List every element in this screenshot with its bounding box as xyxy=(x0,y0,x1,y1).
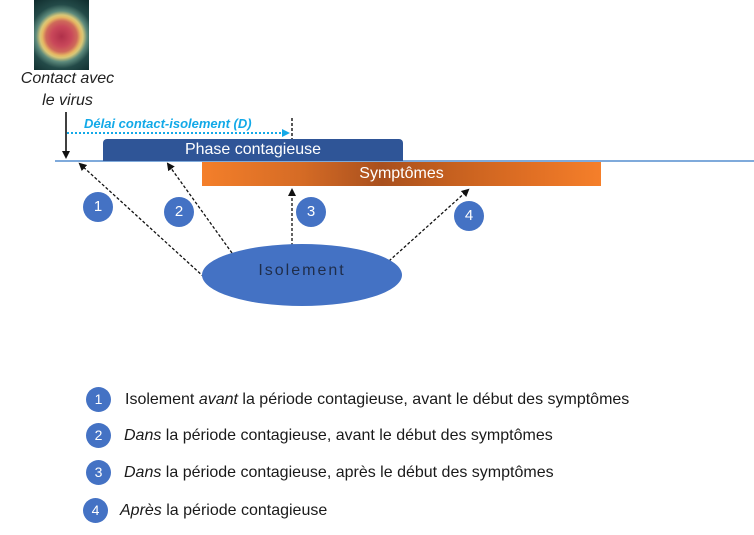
legend-text: Dans la période contagieuse, avant le dé… xyxy=(124,423,553,448)
marker-1: 1 xyxy=(83,192,113,222)
isolement-label: Isolement xyxy=(258,262,346,279)
contact-label-line2: le virus xyxy=(42,92,93,109)
legend-text-emphasis: Dans xyxy=(124,427,162,444)
legend-number: 2 xyxy=(86,423,111,448)
legend-text-post: la période contagieuse xyxy=(161,502,328,519)
legend-number: 3 xyxy=(86,460,111,485)
legend-text-post: la période contagieuse, avant le début d… xyxy=(237,391,630,408)
legend-text-post: la période contagieuse, avant le début d… xyxy=(161,427,553,444)
virus-image xyxy=(34,0,89,70)
legend-text-post: la période contagieuse, après le début d… xyxy=(161,464,554,481)
isolement-ellipse xyxy=(202,244,402,306)
contact-label-line1: Contact avec xyxy=(20,70,115,87)
legend-text-pre: Isolement xyxy=(125,391,199,408)
legend-text: Isolement avant la période contagieuse, … xyxy=(125,387,629,412)
symptomes-bar: Symptômes xyxy=(202,162,601,186)
marker-3: 3 xyxy=(296,197,326,227)
marker-2: 2 xyxy=(164,197,194,227)
legend-text-emphasis: avant xyxy=(198,391,238,408)
contact-label: Contact avec le virus xyxy=(0,68,135,112)
arrow-2 xyxy=(166,162,233,254)
phase-contagieuse-bar: Phase contagieuse xyxy=(103,139,403,161)
legend-text-emphasis: Dans xyxy=(124,464,162,481)
marker-4: 4 xyxy=(454,201,484,231)
legend-number: 4 xyxy=(83,498,108,523)
arrow-4 xyxy=(388,188,470,262)
legend-text: Après la période contagieuse xyxy=(120,498,327,523)
delay-label: Délai contact-isolement (D) xyxy=(84,116,252,131)
legend-number: 1 xyxy=(86,387,111,412)
legend-text: Dans la période contagieuse, après le dé… xyxy=(124,460,554,485)
legend-text-emphasis: Après xyxy=(120,502,162,519)
arrow-1 xyxy=(78,162,205,278)
